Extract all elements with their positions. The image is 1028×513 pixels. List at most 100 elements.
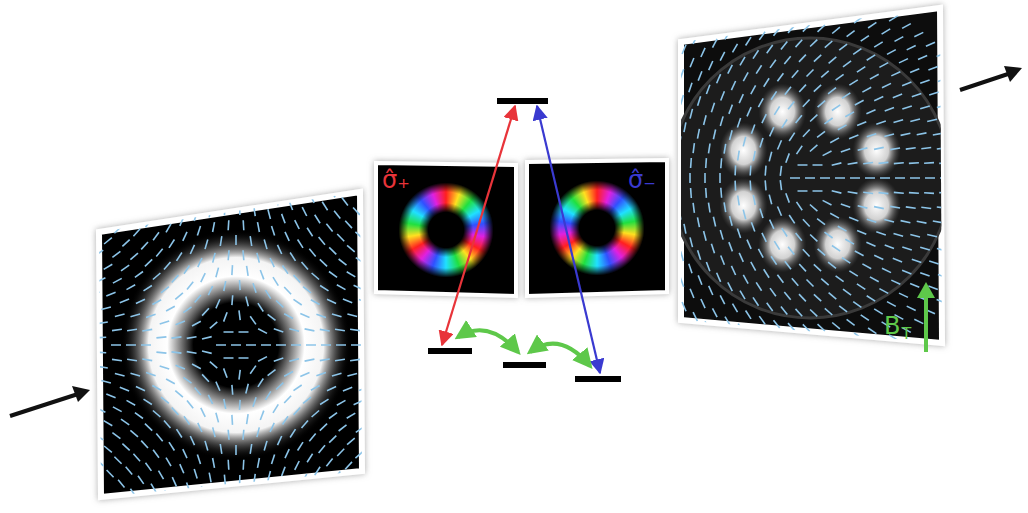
- polarization-map: [630, 0, 995, 362]
- polarization-dash: [731, 266, 735, 275]
- polarization-dash: [709, 61, 713, 70]
- polarization-dash: [183, 449, 187, 458]
- polarization-dash: [910, 119, 920, 122]
- polarization-dash: [788, 353, 795, 360]
- polarization-dash: [753, 50, 759, 58]
- polarization-dash: [95, 434, 103, 440]
- polarization-dash: [144, 185, 149, 194]
- polarization-dash: [884, 134, 894, 137]
- polarization-dash: [187, 400, 193, 408]
- polarization-dash: [862, 87, 871, 92]
- polarization-dash: [764, 78, 769, 86]
- input-beam-panel: [99, 192, 362, 497]
- polarization-dash: [320, 424, 327, 431]
- polarization-dash: [157, 178, 161, 187]
- polarization-dash: [322, 202, 327, 210]
- polarization-dash: [874, 255, 883, 259]
- polarization-dash: [818, 101, 826, 108]
- polarization-dash: [630, 150, 632, 160]
- polarization-dash: [832, 246, 840, 252]
- polarization-dash: [195, 295, 201, 303]
- polarization-dash: [319, 237, 325, 245]
- polarization-dash: [879, 193, 889, 194]
- polarization-dash: [227, 220, 229, 230]
- polarization-dash: [350, 359, 360, 360]
- polarization-dash: [210, 362, 218, 369]
- polarization-dash: [865, 177, 875, 179]
- polarization-dash: [649, 210, 650, 220]
- polarization-dash: [780, 180, 781, 190]
- polarization-dash: [658, 239, 660, 249]
- polarization-dash: [190, 436, 194, 445]
- polarization-dash: [380, 330, 390, 331]
- polarization-dash: [283, 498, 286, 508]
- polarization-dash: [96, 224, 104, 231]
- polarization-dash: [220, 444, 222, 454]
- polarization-dash: [731, 337, 736, 346]
- polarization-dash: [983, 207, 993, 209]
- polarization-dash: [770, 60, 776, 68]
- polarization-dash: [862, 346, 870, 352]
- polarization-dash: [758, 98, 763, 107]
- polarization-dash: [268, 471, 271, 481]
- polarization-dash: [258, 329, 267, 334]
- polarization-dash: [729, 242, 733, 251]
- polarization-dash: [849, 80, 857, 85]
- polarization-dash: [738, 24, 743, 32]
- polarization-dash: [294, 385, 302, 391]
- polarization-dash: [674, 180, 676, 190]
- polarization-dash: [939, 192, 949, 194]
- polarization-dash: [648, 93, 650, 103]
- polarization-dash: [285, 232, 289, 241]
- polarization-dash: [818, 0, 825, 2]
- polarization-dash: [664, 252, 667, 262]
- polarization-dash: [734, 165, 736, 175]
- polarization-dash: [746, 37, 751, 45]
- polarization-dash: [713, 130, 715, 140]
- polarization-dash: [111, 344, 121, 346]
- field-arrow-head: [917, 282, 935, 298]
- polarization-dash: [239, 370, 240, 380]
- polarization-dash: [975, 236, 985, 238]
- polarization-dash: [141, 242, 148, 249]
- polarization-dash: [868, 328, 876, 334]
- polarization-dash: [172, 408, 179, 415]
- polarization-dash: [954, 162, 964, 164]
- polarization-dash: [290, 429, 295, 437]
- polarization-dash: [78, 436, 87, 441]
- polarization-dash: [747, 107, 751, 116]
- polarization-dash: [724, 202, 726, 212]
- polarization-dash: [217, 161, 218, 171]
- polarization-dash: [315, 467, 320, 475]
- polarization-dash: [771, 91, 777, 99]
- polarization-dash: [172, 477, 176, 486]
- polarization-dash: [882, 83, 891, 87]
- polarization-dash: [231, 490, 233, 500]
- polarization-dash: [112, 359, 122, 360]
- polarization-dash: [114, 457, 121, 464]
- polarization-dash: [718, 18, 723, 27]
- polarization-dash: [782, 228, 787, 236]
- polarization-dash: [159, 211, 164, 220]
- polarization-dash: [242, 430, 244, 440]
- polarization-dash: [86, 307, 96, 309]
- polarization-dash: [845, 239, 854, 244]
- polarization-dash: [705, 188, 707, 198]
- polarization-dash: [758, 249, 763, 258]
- polarization-dash: [894, 192, 904, 194]
- polarization-dash: [690, 109, 693, 119]
- polarization-dash: [326, 224, 332, 232]
- polarization-dash: [242, 250, 244, 260]
- polarization-dash: [393, 374, 403, 376]
- polarization-dash: [96, 408, 105, 412]
- polarization-dash: [709, 203, 711, 213]
- polarization-dash: [764, 180, 766, 190]
- polarization-dash: [283, 266, 289, 274]
- polarization-dash: [771, 256, 777, 264]
- polarization-dash: [909, 192, 919, 194]
- polarization-dash: [803, 324, 810, 331]
- polarization-dash: [952, 207, 962, 208]
- polarization-dash: [303, 287, 311, 293]
- polarization-dash: [160, 366, 170, 369]
- polarization-dash: [655, 80, 658, 90]
